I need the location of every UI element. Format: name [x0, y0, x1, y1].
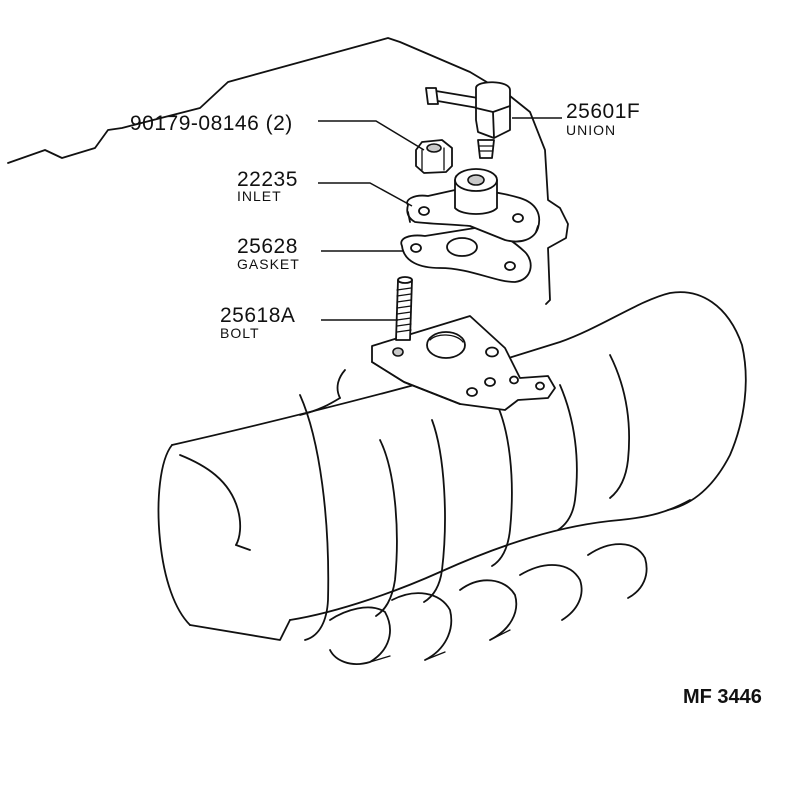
inlet-part: [406, 168, 541, 243]
callout-bolt-desc: BOLT: [220, 325, 260, 341]
callout-gasket-desc: GASKET: [237, 256, 300, 272]
callout-union-desc: UNION: [566, 122, 616, 138]
callout-nut-number: 90179-08146 (2): [130, 112, 293, 135]
bolt-part: [395, 276, 413, 341]
intake-manifold: [157, 291, 747, 665]
callout-inlet-desc: INLET: [237, 188, 282, 204]
union-part: [425, 81, 511, 159]
callout-gasket-number: 25628: [237, 235, 298, 258]
callout-bolt-number: 25618A: [220, 304, 295, 327]
leader-lines: [318, 117, 562, 321]
engine-head-outline: [7, 37, 569, 305]
leader-inlet: [318, 182, 413, 207]
leader-nut: [318, 120, 425, 151]
figure-code: MF 3446: [683, 686, 762, 708]
callout-inlet-number: 22235: [237, 168, 298, 191]
gasket-part: [400, 226, 532, 283]
manifold-mounting-pad: [371, 315, 556, 411]
callout-labels: 90179-08146 (2) 25601F UNION 22235 INLET…: [130, 100, 762, 708]
callout-union-number: 25601F: [566, 100, 640, 123]
nut-part: [415, 139, 453, 174]
